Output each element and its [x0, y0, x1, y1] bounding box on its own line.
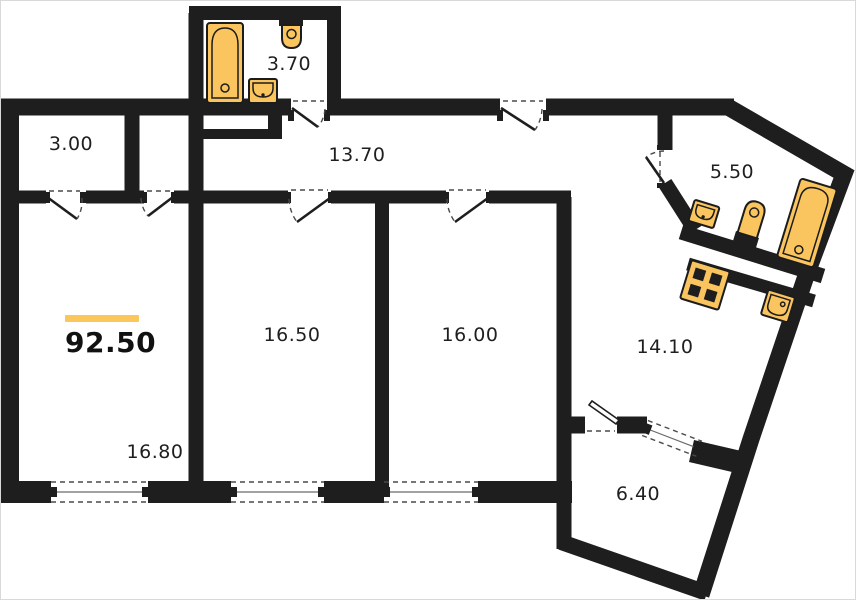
total-area-value: 92.50: [65, 326, 157, 359]
stove-icon: [679, 259, 731, 311]
room-area-hallway: 13.70: [328, 144, 386, 166]
room-area-bedroom-middle: 16.50: [263, 324, 321, 346]
room-area-bathroom-top: 3.70: [266, 53, 312, 75]
window-balcony: [641, 419, 703, 457]
window-bedroom-right: [384, 481, 478, 503]
door-bathroom-right: [644, 145, 670, 188]
walls: [1, 6, 855, 599]
total-area-accent-bar: [65, 315, 139, 322]
room-area-balcony: 6.40: [615, 483, 661, 505]
room-area-bathroom-right: 5.50: [709, 161, 755, 183]
total-area-block: 92.50: [65, 315, 157, 359]
door-balcony: [587, 399, 621, 432]
toilet-top-icon: [279, 12, 303, 50]
door-entrance: [497, 100, 549, 132]
bathtub-right-icon: [776, 177, 838, 269]
door-bedroom-right: [443, 189, 492, 224]
room-area-bedroom-right: 16.00: [441, 324, 499, 346]
window-bedroom-middle: [231, 481, 324, 503]
door-bathroom-top: [288, 100, 330, 129]
window-living-room: [51, 481, 148, 503]
door-storage: [44, 190, 86, 221]
toilet-right-icon: [732, 200, 766, 251]
room-area-living-room: 16.80: [126, 441, 184, 463]
wash-sink-top-icon: [248, 78, 278, 104]
room-area-kitchen: 14.10: [636, 336, 694, 358]
room-area-storage: 3.00: [48, 133, 94, 155]
kitchen-sink-icon: [760, 288, 796, 324]
bathtub-top-icon: [206, 22, 244, 104]
door-bedroom-middle: [285, 189, 334, 224]
door-closet: [140, 190, 177, 218]
wash-sink-right-icon: [687, 199, 721, 229]
